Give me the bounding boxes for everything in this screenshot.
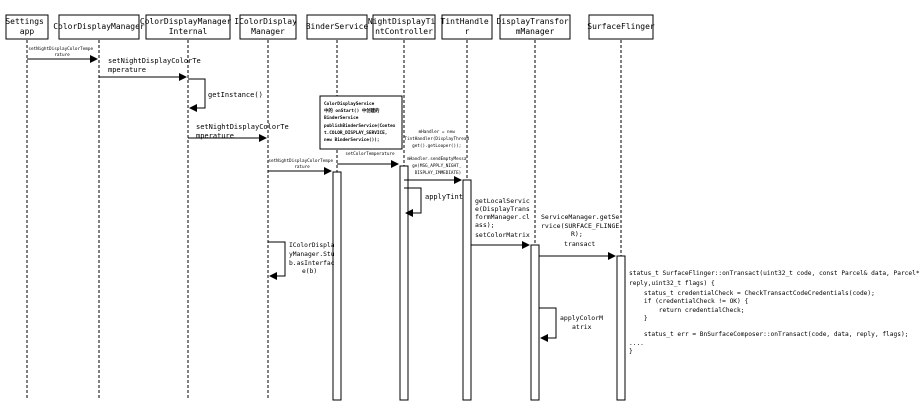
participants: Settings app ColorDisplayManager ColorDi…: [5, 14, 655, 40]
participant-box-icolor-display-manager: [239, 14, 297, 40]
activation-night-display-tint-controller: [399, 165, 409, 401]
participant-box-night-display-tint-controller: [372, 14, 436, 40]
participant-label-settings: Settings app: [5, 17, 48, 36]
participant-box-binder-service: [306, 14, 368, 40]
participant-box-surface-flinger: [588, 14, 654, 40]
message-label-apply-tint: applyTint: [425, 193, 463, 201]
message-arrow-apply-tint: [404, 187, 422, 217]
participant-label-binder-service: BinderService: [306, 22, 369, 31]
message-label-set-color-temperature: setColorTemperature: [345, 151, 395, 157]
message-label-as-interface: IColorDispla yManager.Stu b.asInterfac e…: [289, 242, 338, 275]
message-label-transact: ServiceManager.getSe rvice(SURFACE_FLING…: [541, 213, 623, 248]
note-box: [319, 95, 403, 150]
note-text: ColorDisplayService 中的 onStart() 中创建的 Bi…: [324, 101, 398, 143]
message-label-set-color-matrix: getLocalServic e(DisplayTrans formManage…: [475, 197, 534, 239]
message-label-apply-color-matrix: applyColorM atrix: [560, 314, 607, 331]
message-label-set-night-display-color-temperature-1: setNightDisplayColorTempe rature: [28, 46, 95, 58]
message-label-set-night-display-color-temperature-4: setNightDisplayColorTempe rature: [268, 158, 335, 170]
participant-label-night-display-tint-controller: NightDisplayTi ntController: [368, 17, 440, 36]
message-label-set-night-display-color-temperature-2: setNightDisplayColorTe mperature: [108, 57, 205, 74]
message-label-set-night-display-color-temperature-3: setNightDisplayColorTe mperature: [196, 123, 293, 140]
participant-label-tint-handler: TintHandle r: [441, 17, 494, 36]
activation-tint-handler: [462, 179, 472, 401]
participant-label-color-display-manager-internal: ColorDisplayManager Internal: [140, 17, 236, 36]
note-binder-service: ColorDisplayService 中的 onStart() 中创建的 Bi…: [319, 95, 403, 150]
activations: [332, 165, 626, 401]
participant-box-tint-handler: [441, 14, 493, 40]
messages: setNightDisplayColorTempe rature setNigh…: [27, 46, 623, 342]
surface-flinger-code: status_t SurfaceFlinger::onTransact(uint…: [629, 270, 920, 355]
participant-box-color-display-manager: [58, 14, 140, 40]
message-arrow-apply-color-matrix: [539, 307, 557, 342]
message-label-send-empty-message: mHandler = new TintHandler(DisplayThread…: [404, 129, 471, 176]
activation-binder-service: [332, 171, 342, 401]
activation-surface-flinger: [616, 255, 626, 401]
activation-display-transform-manager: [530, 244, 540, 401]
participant-label-color-display-manager: ColorDisplayManager: [53, 22, 145, 31]
participant-label-icolor-display-manager: IColorDisplay Manager: [234, 17, 301, 36]
message-arrow-get-instance: [188, 78, 206, 112]
message-arrow-as-interface: [268, 241, 286, 280]
participant-label-surface-flinger: SurfaceFlinger: [587, 22, 655, 31]
participant-box-settings: [5, 14, 49, 40]
participant-label-display-transform-manager: DisplayTransfor mManager: [496, 17, 573, 36]
participant-box-color-display-manager-internal: [145, 14, 231, 40]
message-label-get-instance: getInstance(): [208, 91, 263, 99]
participant-box-display-transform-manager: [499, 14, 571, 40]
code-block: status_t SurfaceFlinger::onTransact(uint…: [629, 270, 920, 355]
